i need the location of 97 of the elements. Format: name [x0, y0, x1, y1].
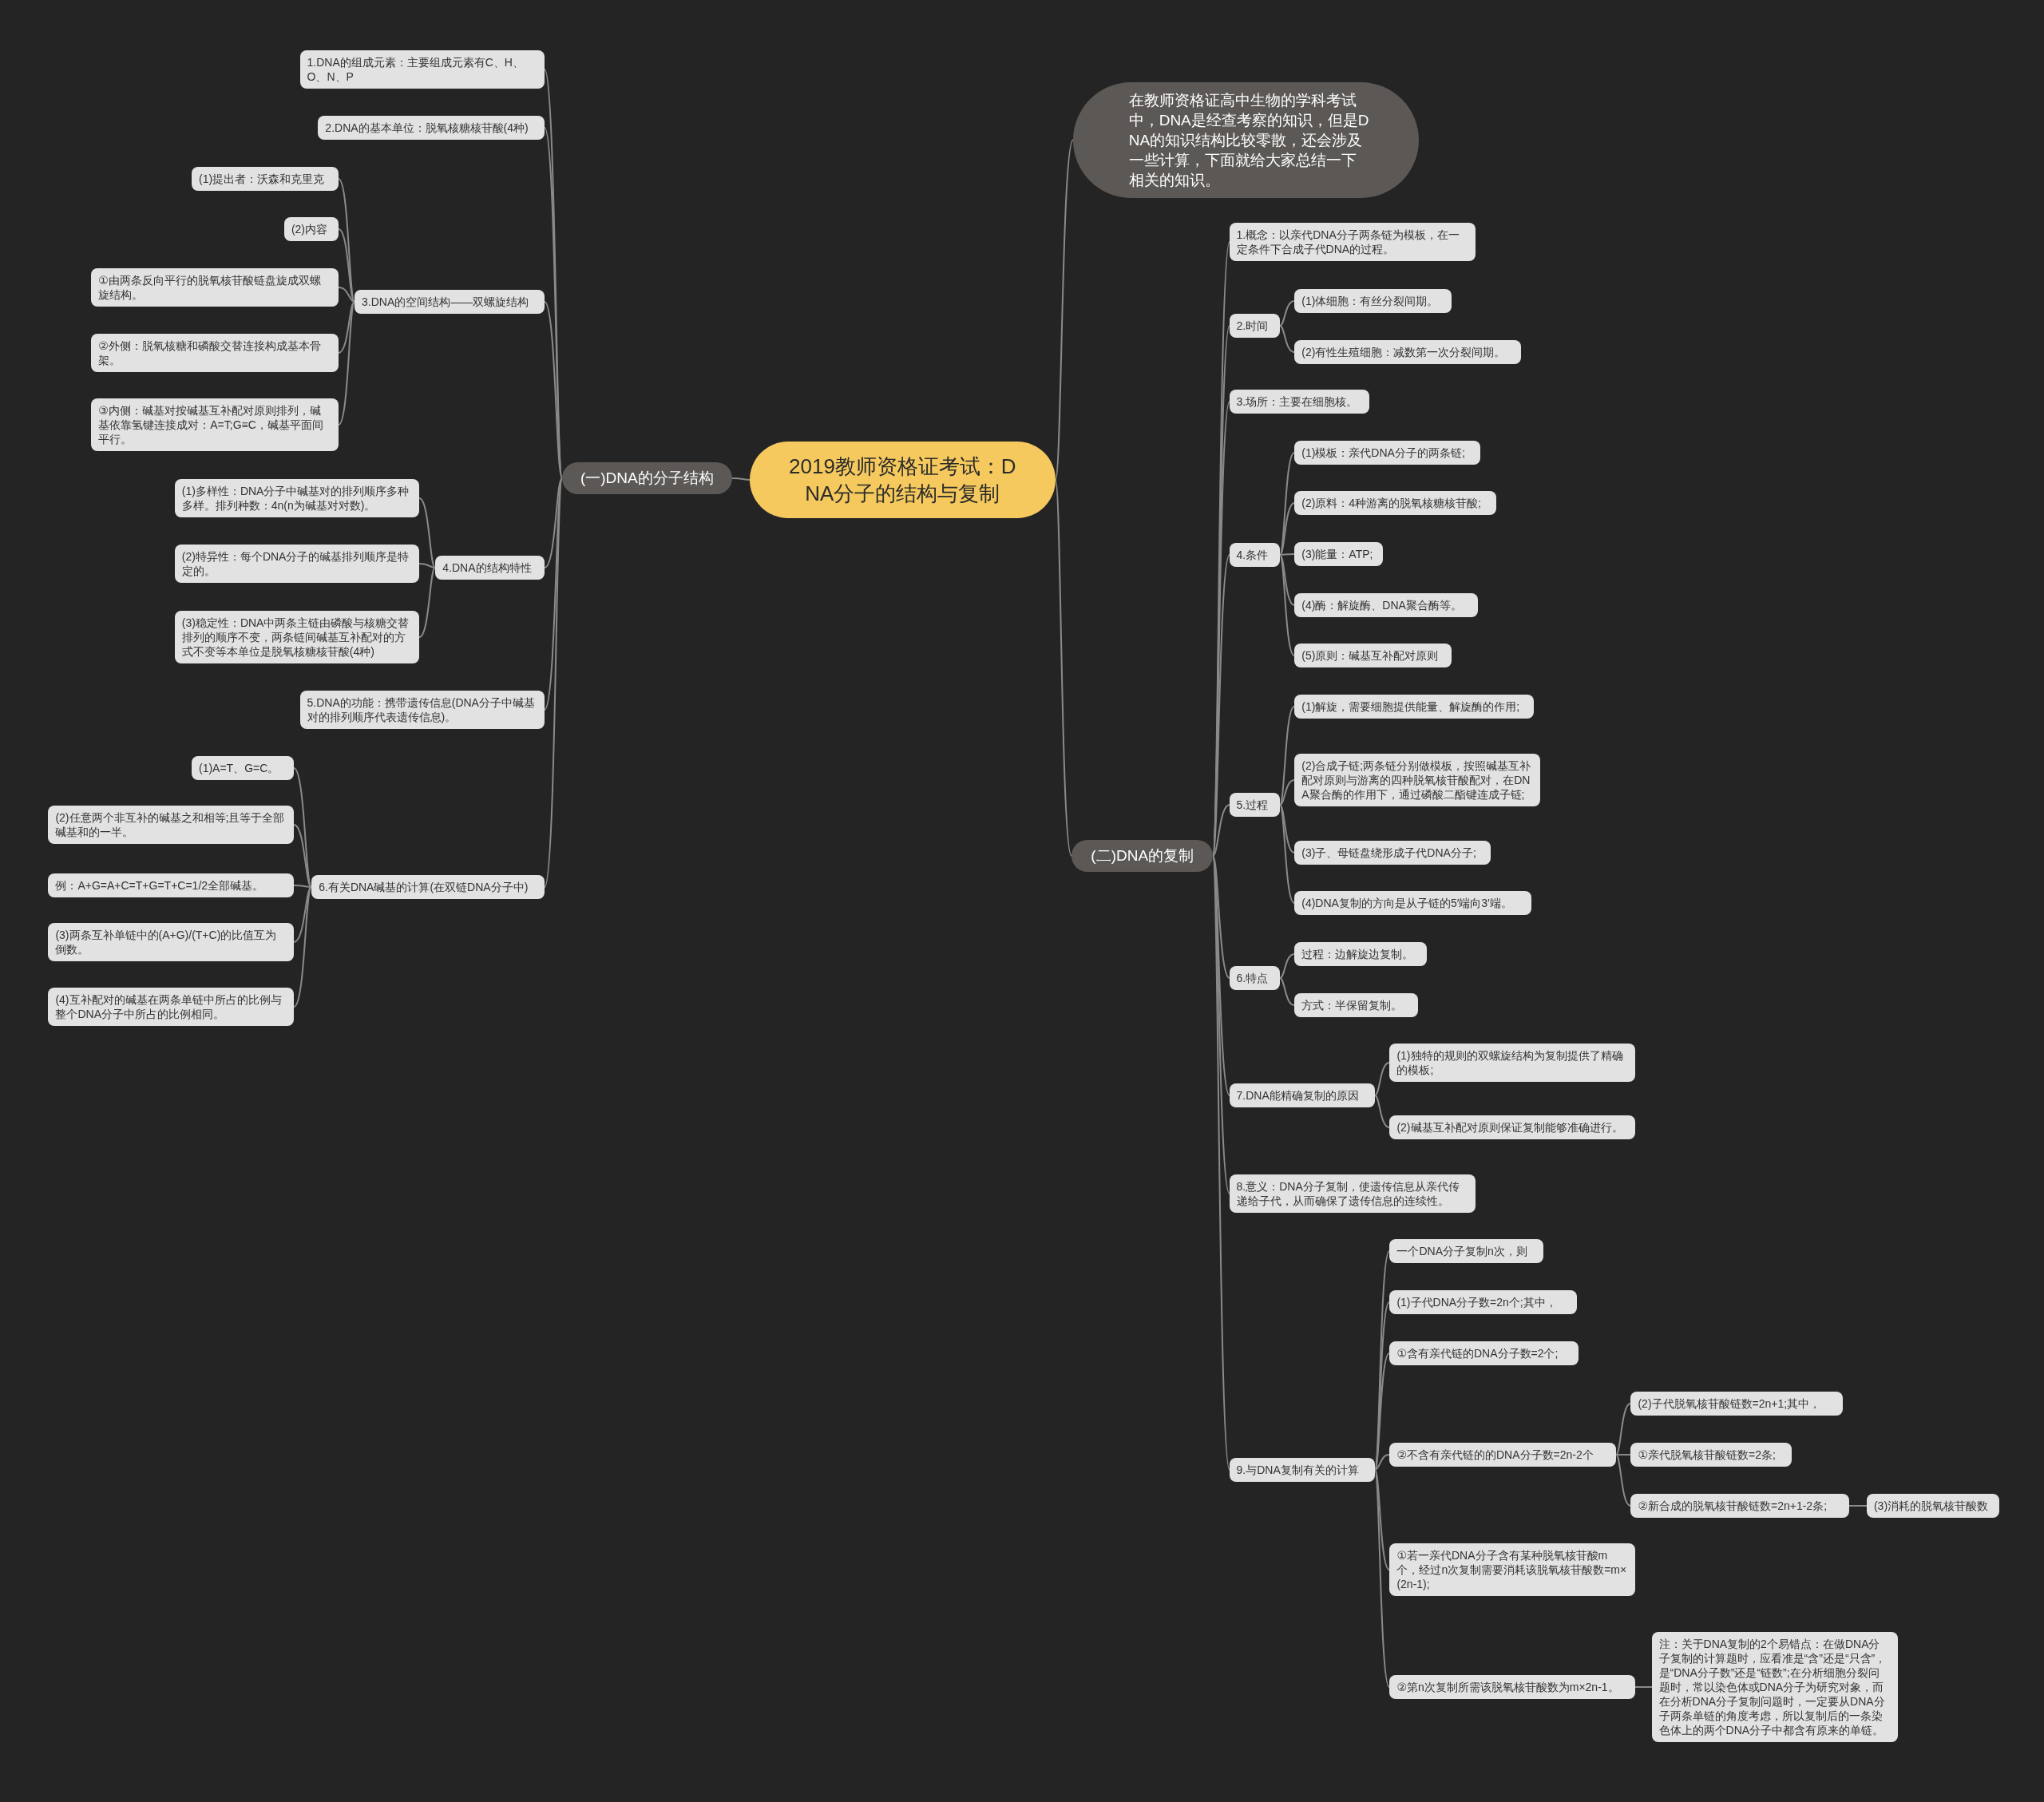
connector-line [293, 824, 312, 888]
connector-line [418, 497, 436, 568]
connector-line [1374, 1469, 1390, 1570]
topic-box: 6.有关DNA碱基的计算(在双链DNA分子中) [311, 875, 545, 899]
connector-line [1279, 300, 1295, 327]
connector-line [293, 886, 312, 1008]
topic-box: (2)合成子链;两条链分别做模板，按照碱基互补配对原则与游离的四种脱氧核苷酸配对，在DNA聚合酶的作用下，通过磷酸二酯键连成子链; [1294, 754, 1541, 807]
connector-line [1212, 804, 1230, 857]
topic-box: (1)多样性：DNA分子中碱基对的排列顺序多种多样。排列种数：4n(n为碱基对对数)。 [174, 479, 420, 518]
topic-box: 过程：边解旋边复制。 [1294, 942, 1428, 967]
connector-line [1279, 779, 1295, 806]
topic-box: (4)酶：解旋酶、DNA聚合酶等。 [1294, 592, 1478, 617]
topic-box: (2)特异性：每个DNA分子的碱基排列顺序是特定的。 [174, 545, 420, 584]
topic-box: (2)内容 [283, 217, 339, 242]
connector-line [338, 287, 355, 303]
topic-box: 3.DNA的空间结构——双螺旋结构 [355, 289, 545, 314]
connector-line [1279, 502, 1295, 556]
branch-topic-box: (二)DNA的复制 [1072, 839, 1214, 872]
topic-box: (3)消耗的脱氧核苷酸数 [1866, 1493, 1999, 1518]
connector-line [1374, 1352, 1390, 1471]
topic-box: 8.意义：DNA分子复制，使遗传信息从亲代传递给子代，从而确保了遗传信息的连续性。 [1229, 1174, 1476, 1213]
connector-line [1374, 1454, 1390, 1471]
topic-box: ①若一亲代DNA分子含有某种脱氧核苷酸m个，经过n次复制需要消耗该脱氧核苷酸数=m×(2n-1); [1389, 1543, 1636, 1596]
topic-box: (2)有性生殖细胞：减数第一次分裂间期。 [1294, 339, 1521, 364]
connector-line [1634, 1686, 1653, 1688]
connector-line [1279, 325, 1295, 353]
topic-box: ①含有亲代链的DNA分子数=2个; [1389, 1341, 1579, 1365]
topic-box: ②不含有亲代链的的DNA分子数=2n-2个 [1389, 1443, 1616, 1467]
topic-box: 2.DNA的基本单位：脱氧核糖核苷酸(4种) [318, 116, 545, 140]
topic-box: (4)DNA复制的方向是从子链的5′端向3′端。 [1294, 891, 1531, 916]
topic-box: (2)原料：4种游离的脱氧核糖核苷酸; [1294, 491, 1496, 516]
connector-line [338, 301, 355, 354]
topic-box: 3.场所：主要在细胞核。 [1229, 389, 1370, 414]
topic-box: ③内侧：碱基对按碱基互补配对原则排列，碱基依靠氢键连接成对：A=T;G≡C，碱基平面间平行。 [91, 398, 339, 452]
topic-box: ①亲代脱氧核苷酸链数=2条; [1630, 1443, 1792, 1467]
connector-line [1055, 479, 1072, 857]
connector-line [1212, 855, 1230, 979]
topic-box: (2)任意两个非互补的碱基之和相等;且等于全部碱基和的一半。 [48, 805, 295, 844]
topic-box: (2)碱基互补配对原则保证复制能够准确进行。 [1389, 1115, 1636, 1140]
topic-box: 2.时间 [1229, 314, 1280, 339]
connector-line [293, 767, 312, 888]
topic-box: (4)互补配对的碱基在两条单链中所占的比例与整个DNA分子中所占的比例相同。 [48, 988, 295, 1027]
connector-line [1374, 1095, 1390, 1128]
connector-line [1279, 706, 1295, 806]
topic-box: (2)子代脱氧核苷酸链数=2n+1;其中， [1630, 1392, 1843, 1416]
connector-line [293, 886, 312, 943]
topic-box: 例：A+G=A+C=T+G=T+C=1/2全部碱基。 [48, 873, 295, 897]
connector-line [1848, 1505, 1868, 1507]
connector-line [544, 477, 563, 568]
topic-box: (3)子、母链盘绕形成子代DNA分子; [1294, 840, 1491, 865]
connector-line [1374, 1062, 1390, 1096]
topic-box: 9.与DNA复制有关的计算 [1229, 1457, 1375, 1482]
intro-bubble: 在教师资格证高中生物的学科考试中，DNA是经查考察的知识，但是DNA的知识结构比较零散，还会涉及一些计算，下面就给大家总结一下相关的知识。 [1072, 82, 1420, 198]
connector-line [1279, 553, 1295, 556]
topic-box: (1)独特的规则的双螺旋结构为复制提供了精确的模板; [1389, 1043, 1636, 1082]
branch-topic-box: (一)DNA的分子结构 [561, 462, 732, 495]
topic-box: (1)子代DNA分子数=2n个;其中， [1389, 1290, 1577, 1314]
connector-line [293, 885, 312, 888]
connector-line [1279, 804, 1295, 853]
connector-line [731, 477, 751, 481]
connector-line [418, 563, 436, 568]
topic-box: 4.条件 [1229, 542, 1280, 567]
connector-line [1055, 139, 1074, 481]
topic-box: 方式：半保留复制。 [1294, 992, 1418, 1017]
topic-box: (3)能量：ATP; [1294, 541, 1383, 566]
topic-box: 注：关于DNA复制的2个易错点：在做DNA分子复制的计算题时，应看准是“含”还是“只含”，是“DNA分子数”还是“链数”;在分析细胞分裂问题时，常以染色体或DNA分子为研究对象，而在分析DNA分子复制问题时，一定要从DNA分子两条单链的角度考虑，所以复制后的一条染色体上的两个DNA分子中都含有原来的单链。 [1651, 1632, 1898, 1743]
connector-line [1279, 977, 1295, 1006]
connector-line [338, 228, 355, 303]
topic-box: ①由两条反向平行的脱氧核苷酸链盘旋成双螺旋结构。 [91, 268, 339, 307]
topic-box: (1)提出者：沃森和克里克 [192, 166, 339, 191]
topic-box: 4.DNA的结构特性 [435, 556, 545, 580]
connector-line [1279, 953, 1295, 979]
topic-box: ②新合成的脱氧核苷酸链数=2n+1-2条; [1630, 1493, 1850, 1518]
topic-box: 5.DNA的功能：携带遗传信息(DNA分子中碱基对的排列顺序代表遗传信息)。 [299, 690, 545, 729]
topic-box: (3)两条互补单链中的(A+G)/(T+C)的比值互为倒数。 [48, 922, 295, 961]
topic-box: ②外侧：脱氧核糖和磷酸交替连接构成基本骨架。 [91, 333, 339, 372]
connector-line [544, 301, 563, 479]
topic-box: 5.过程 [1229, 793, 1280, 818]
topic-box: (1)解旋，需要细胞提供能量、解旋酶的作用; [1294, 694, 1535, 719]
topic-box: (1)体细胞：有丝分裂间期。 [1294, 289, 1452, 314]
topic-box: (3)稳定性：DNA中两条主链由磷酸与核糖交替排列的顺序不变，两条链间碱基互补配对的方式不变等本单位是脱氧核糖核苷酸(4种) [174, 610, 420, 663]
topic-box: 6.特点 [1229, 966, 1280, 991]
topic-box: ②第n次复制所需该脱氧核苷酸数为m×2n-1。 [1389, 1675, 1636, 1700]
central-topic-box: 2019教师资格证考试：DNA分子的结构与复制 [749, 441, 1056, 518]
topic-box: 1.概念：以亲代DNA分子两条链为模板，在一定条件下合成子代DNA的过程。 [1229, 222, 1476, 261]
connector-line [1615, 1454, 1631, 1507]
connector-line [1279, 554, 1295, 606]
topic-box: (1)A=T、G=C。 [192, 755, 295, 780]
topic-box: 7.DNA能精确复制的原因 [1229, 1083, 1375, 1108]
topic-box: (5)原则：碱基互补配对原则 [1294, 644, 1452, 668]
topic-box: (1)模板：亲代DNA分子的两条链; [1294, 440, 1481, 465]
connector-line [1615, 1454, 1631, 1455]
connector-line [1615, 1403, 1631, 1455]
connector-line [418, 567, 436, 638]
topic-box: 一个DNA分子复制n次，则 [1389, 1239, 1543, 1264]
connector-line [338, 301, 355, 426]
topic-box: 1.DNA的组成元素：主要组成元素有C、H、O、N、P [299, 50, 545, 89]
